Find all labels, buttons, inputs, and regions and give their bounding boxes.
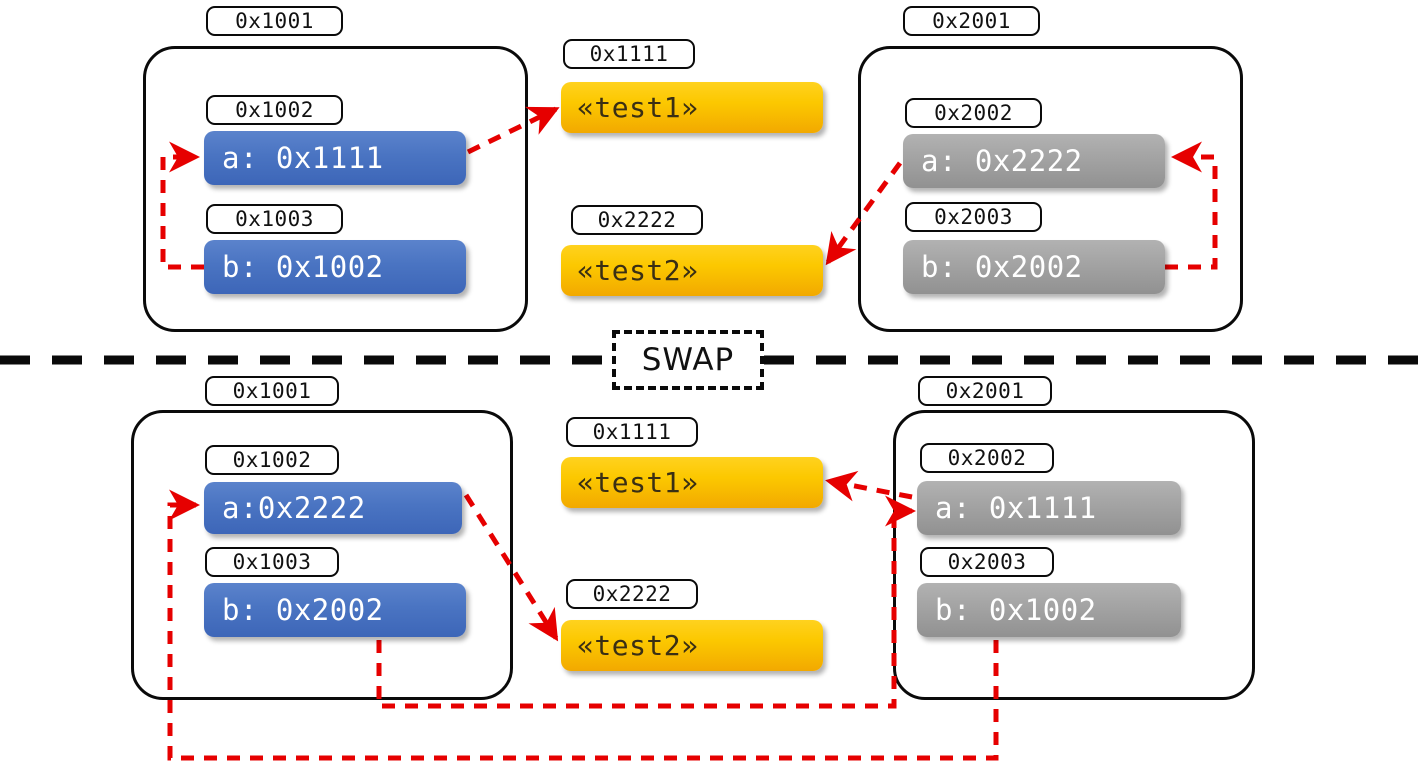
after-object1-value: «test2» bbox=[577, 629, 699, 662]
before-right-row0-address: 0x2002 bbox=[905, 98, 1042, 128]
before-left-frame-address: 0x1001 bbox=[206, 6, 343, 36]
after-left-row0-cell: a:0x2222 bbox=[204, 482, 462, 534]
after-object1-address: 0x2222 bbox=[566, 579, 698, 609]
after-left-row1-value: b: 0x2002 bbox=[222, 593, 384, 627]
before-left-row0-cell: a: 0x1111 bbox=[204, 131, 466, 185]
after-object0-cell: «test1» bbox=[561, 457, 823, 508]
swap-label: SWAP bbox=[641, 342, 735, 378]
before-object1-address: 0x2222 bbox=[571, 205, 703, 235]
after-object0-value: «test1» bbox=[577, 466, 699, 499]
before-right-row1-value: b: 0x2002 bbox=[921, 250, 1083, 284]
after-left-row0-value: a:0x2222 bbox=[222, 491, 366, 525]
after-left-frame-address: 0x1001 bbox=[205, 376, 339, 406]
before-object0-cell: «test1» bbox=[561, 82, 823, 133]
after-object1-cell: «test2» bbox=[561, 620, 823, 671]
before-left-frame bbox=[143, 46, 528, 332]
before-object1-value: «test2» bbox=[577, 254, 699, 287]
before-right-row1-address: 0x2003 bbox=[905, 202, 1042, 232]
before-right-row0-value: a: 0x2222 bbox=[921, 144, 1083, 178]
after-right-row0-address: 0x2002 bbox=[920, 443, 1054, 473]
before-left-row0-value: a: 0x1111 bbox=[222, 141, 384, 175]
before-right-row1-cell: b: 0x2002 bbox=[903, 240, 1165, 294]
after-right-frame-address: 0x2001 bbox=[918, 376, 1052, 406]
after-right-row1-cell: b: 0x1002 bbox=[917, 583, 1181, 637]
after-left-row1-cell: b: 0x2002 bbox=[204, 583, 466, 637]
before-right-row0-cell: a: 0x2222 bbox=[903, 134, 1165, 188]
before-object1-cell: «test2» bbox=[561, 245, 823, 296]
before-object0-address: 0x1111 bbox=[563, 39, 695, 69]
after-object0-address: 0x1111 bbox=[566, 417, 698, 447]
swap-divider-badge: SWAP bbox=[612, 330, 764, 390]
after-left-row1-address: 0x1003 bbox=[205, 547, 339, 577]
after-right-row1-address: 0x2003 bbox=[920, 547, 1054, 577]
after-right-row0-cell: a: 0x1111 bbox=[917, 481, 1181, 535]
before-left-row1-cell: b: 0x1002 bbox=[204, 240, 466, 294]
before-right-frame-address: 0x2001 bbox=[903, 6, 1040, 36]
before-left-row0-address: 0x1002 bbox=[206, 95, 343, 125]
after-left-row0-address: 0x1002 bbox=[205, 445, 339, 475]
before-left-row1-address: 0x1003 bbox=[206, 204, 343, 234]
before-object0-value: «test1» bbox=[577, 91, 699, 124]
before-left-row1-value: b: 0x1002 bbox=[222, 250, 384, 284]
after-right-row1-value: b: 0x1002 bbox=[935, 593, 1097, 627]
after-right-row0-value: a: 0x1111 bbox=[935, 491, 1097, 525]
